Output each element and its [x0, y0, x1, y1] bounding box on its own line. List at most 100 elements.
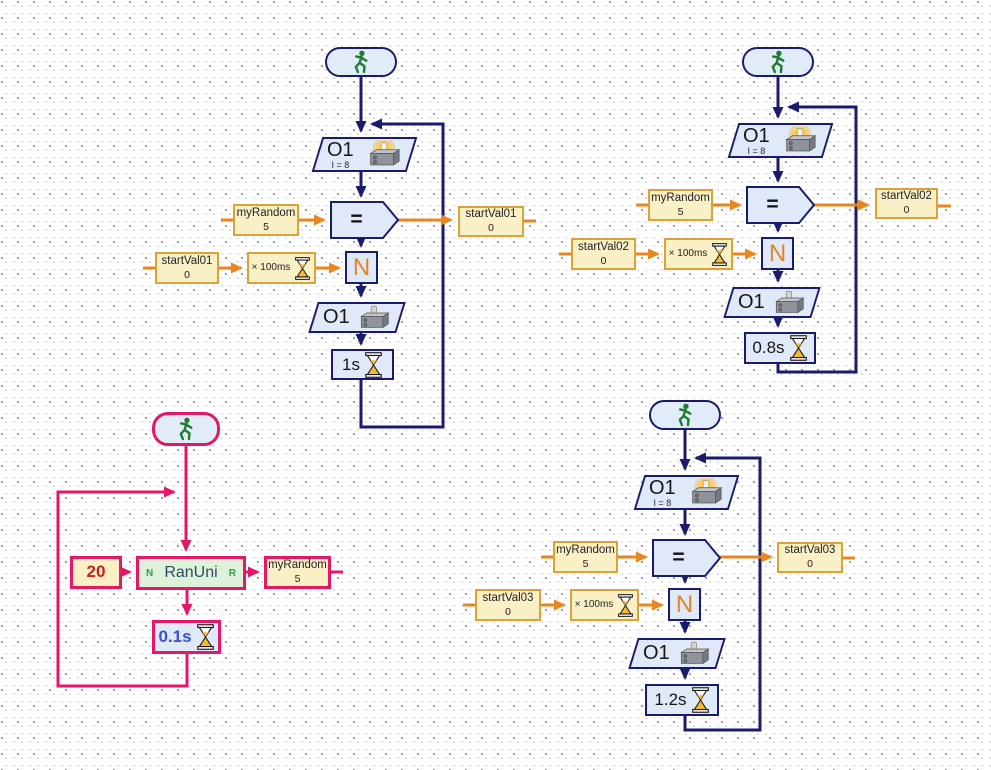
- assign-label: =: [672, 546, 685, 569]
- p4-negate-block[interactable]: N: [668, 588, 701, 621]
- p2-wire-loop[interactable]: [776, 101, 858, 374]
- p1-startval-input-box[interactable]: startVal01 0: [155, 252, 219, 284]
- lamp-off-icon: [355, 304, 391, 331]
- variable-name: startVal02: [578, 240, 629, 253]
- variable-value: 5: [582, 557, 589, 570]
- wait-label: 0.1s: [158, 627, 192, 646]
- p4-timescale-box[interactable]: × 100ms: [570, 589, 639, 621]
- port-r-label: R: [228, 567, 236, 579]
- running-man-icon: [678, 402, 692, 427]
- p2-negate-block[interactable]: N: [761, 237, 794, 270]
- assign-label: =: [350, 208, 363, 231]
- variable-value: 0: [600, 254, 607, 267]
- p2-output-reset-block[interactable]: O1: [723, 287, 821, 318]
- lamp-off-icon: [675, 640, 711, 667]
- running-man-icon: [354, 49, 368, 74]
- wait-label: 1.2s: [654, 690, 687, 709]
- running-man-icon: [771, 49, 785, 74]
- hourglass-icon: [295, 256, 311, 280]
- hourglass-icon: [691, 687, 709, 713]
- p2-startval-output-box[interactable]: startVal02 0: [875, 188, 938, 219]
- p2-timescale-box[interactable]: × 100ms: [664, 238, 733, 270]
- lamp-on-icon: [686, 478, 724, 507]
- p3-myrandom-output-box[interactable]: myRandom 5: [264, 556, 331, 589]
- port-n-label: N: [146, 567, 154, 579]
- p1-myrandom-input-box[interactable]: myRandom 5: [233, 204, 299, 236]
- p1-start-block[interactable]: [325, 47, 397, 77]
- p3-wire-loop[interactable]: [56, 486, 189, 688]
- running-man-icon: [179, 416, 193, 441]
- constant-value: 20: [86, 562, 106, 582]
- assign-label: =: [766, 193, 779, 216]
- hourglass-icon: [789, 335, 807, 361]
- hourglass-icon: [196, 624, 214, 650]
- variable-name: startVal01: [465, 208, 517, 221]
- p2-assign-block[interactable]: =: [746, 186, 816, 229]
- p1-wire-loop[interactable]: [359, 118, 445, 429]
- timescale-label: × 100ms: [574, 599, 614, 610]
- p1-negate-block[interactable]: N: [345, 251, 378, 284]
- p2-wait-block[interactable]: 0.8s: [744, 332, 816, 364]
- negate-label: N: [675, 590, 694, 618]
- p3-const-input-box[interactable]: 20: [70, 556, 122, 589]
- p4-output-set-block[interactable]: O1 I = 8: [633, 475, 740, 510]
- p1-output-set-block[interactable]: O1 I = 8: [311, 137, 418, 172]
- variable-name: myRandom: [651, 191, 710, 204]
- p1-assign-block[interactable]: =: [330, 201, 400, 244]
- p4-output-reset-block[interactable]: O1: [628, 638, 726, 669]
- variable-name: myRandom: [268, 559, 327, 572]
- p3-wait-block[interactable]: 0.1s: [152, 620, 221, 654]
- p4-startval-input-box[interactable]: startVal03 0: [475, 589, 541, 621]
- variable-name: startVal03: [482, 591, 534, 604]
- assign-shape: [652, 539, 722, 577]
- variable-name: startVal01: [161, 254, 213, 267]
- lamp-on-icon: [780, 126, 818, 155]
- p4-wire-loop[interactable]: [683, 452, 762, 732]
- p4-wait-block[interactable]: 1.2s: [645, 684, 719, 716]
- variable-value: 0: [505, 605, 511, 618]
- timescale-label: × 100ms: [668, 248, 708, 259]
- variable-value: 5: [294, 573, 301, 586]
- variable-value: 0: [488, 222, 494, 235]
- variable-value: 5: [677, 205, 684, 218]
- variable-name: startVal02: [881, 190, 932, 203]
- p2-myrandom-input-box[interactable]: myRandom 5: [648, 189, 713, 221]
- hourglass-icon: [618, 593, 634, 617]
- p1-timescale-box[interactable]: × 100ms: [247, 252, 316, 284]
- p1-startval-output-box[interactable]: startVal01 0: [458, 206, 524, 237]
- wait-label: 0.8s: [752, 338, 785, 357]
- wait-label: 1s: [342, 354, 360, 374]
- output-intensity-label: I = 8: [747, 145, 766, 156]
- hourglass-icon: [712, 242, 728, 266]
- p4-start-block[interactable]: [649, 400, 721, 430]
- p2-output-set-block[interactable]: O1 I = 8: [727, 123, 834, 158]
- output-label: O1: [323, 306, 350, 328]
- lamp-off-icon: [770, 289, 806, 316]
- p1-output-reset-block[interactable]: O1: [308, 302, 406, 333]
- p2-startval-input-box[interactable]: startVal02 0: [571, 238, 636, 270]
- output-label: O1: [738, 291, 765, 313]
- output-intensity-label: I = 8: [331, 159, 350, 170]
- lamp-on-icon: [364, 140, 402, 169]
- variable-value: 0: [903, 204, 910, 217]
- negate-label: N: [768, 239, 787, 267]
- ranuni-label: RanUni: [164, 564, 218, 581]
- output-intensity-label: I = 8: [653, 497, 672, 508]
- output-label: O1: [649, 476, 676, 499]
- negate-label: N: [352, 253, 371, 281]
- output-label: O1: [643, 642, 670, 664]
- output-label: O1: [743, 124, 770, 147]
- assign-shape: [330, 201, 400, 239]
- p3-ranuni-block[interactable]: N RanUni R: [136, 556, 246, 590]
- p4-startval-output-box[interactable]: startVal03 0: [777, 542, 843, 573]
- p3-start-block[interactable]: [152, 412, 220, 446]
- hourglass-icon: [365, 351, 382, 378]
- variable-value: 0: [184, 268, 190, 281]
- p2-start-block[interactable]: [742, 47, 814, 77]
- p1-wait-block[interactable]: 1s: [331, 349, 394, 380]
- p4-assign-block[interactable]: =: [652, 539, 722, 582]
- p4-myrandom-input-box[interactable]: myRandom 5: [553, 541, 618, 573]
- variable-value: 0: [807, 558, 813, 571]
